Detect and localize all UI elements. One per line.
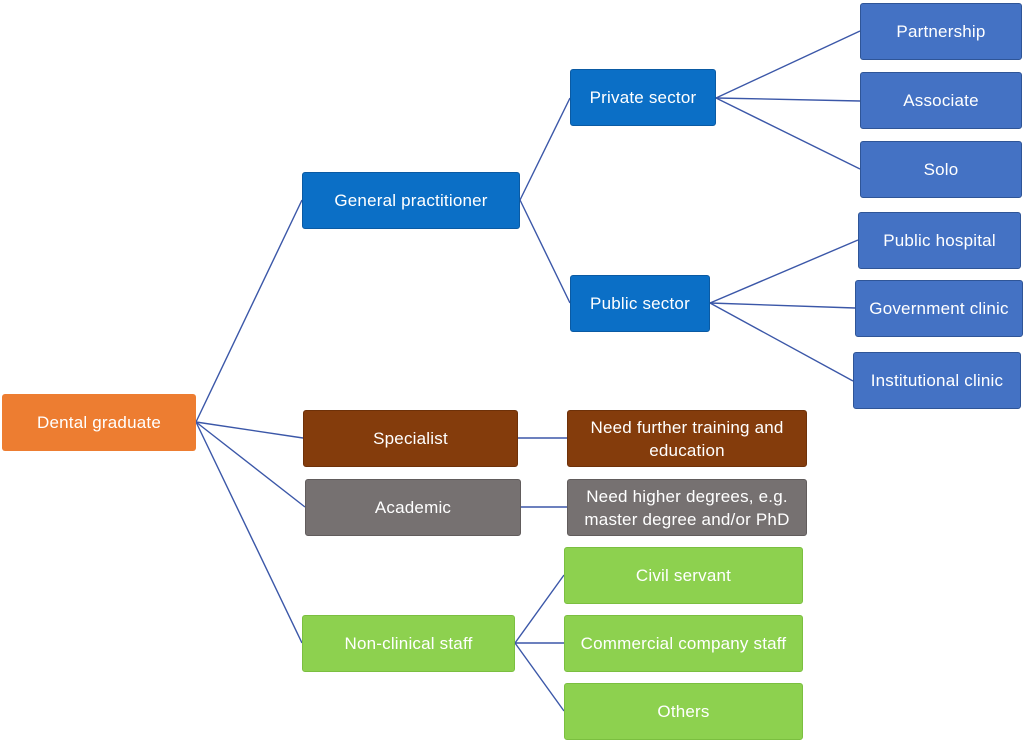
connector-nonclinical-others — [514, 642, 565, 712]
node-associate: Associate — [860, 72, 1022, 129]
connector-nonclinical-civil — [514, 574, 565, 644]
node-partnership: Partnership — [860, 3, 1022, 60]
node-public-sector: Public sector — [570, 275, 710, 332]
connector-public-institutional — [709, 302, 854, 382]
connector-public-hospital — [709, 239, 859, 304]
connector-root-general — [195, 199, 303, 423]
node-institutional-clinic: Institutional clinic — [853, 352, 1021, 409]
node-government-clinic: Government clinic — [855, 280, 1023, 337]
node-academic-note: Need higher degrees, e.g. master degree … — [567, 479, 807, 536]
node-solo: Solo — [860, 141, 1022, 198]
node-general-practitioner: General practitioner — [302, 172, 520, 229]
node-private-sector: Private sector — [570, 69, 716, 126]
node-academic: Academic — [305, 479, 521, 536]
node-others: Others — [564, 683, 803, 740]
connector-general-public — [519, 199, 571, 304]
node-non-clinical-staff: Non-clinical staff — [302, 615, 515, 672]
connector-private-associate — [715, 97, 861, 102]
connector-general-private — [519, 97, 571, 201]
connector-root-specialist — [195, 421, 304, 439]
node-dental-graduate: Dental graduate — [2, 394, 196, 451]
connector-private-partnership — [715, 30, 861, 99]
connector-public-government — [709, 302, 856, 309]
connector-root-academic — [195, 421, 306, 508]
node-specialist: Specialist — [303, 410, 518, 467]
node-civil-servant: Civil servant — [564, 547, 803, 604]
node-commercial-company-staff: Commercial company staff — [564, 615, 803, 672]
node-specialist-note: Need further training and education — [567, 410, 807, 467]
connector-private-solo — [715, 97, 861, 170]
node-public-hospital: Public hospital — [858, 212, 1021, 269]
connector-root-nonclinical — [195, 421, 303, 644]
